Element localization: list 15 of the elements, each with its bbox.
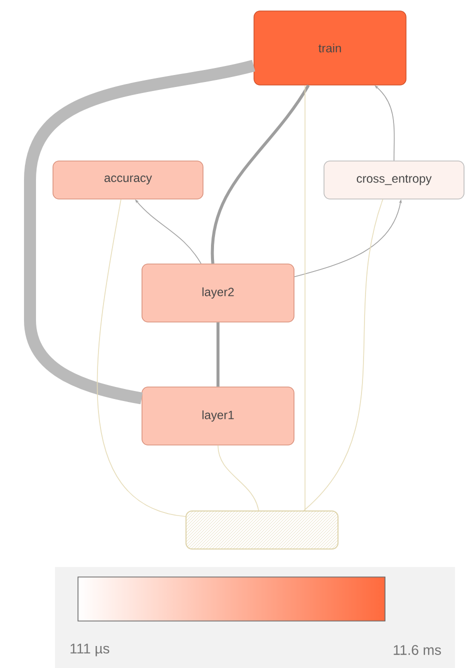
op-node-box: accuracy [52,160,204,200]
edge [303,199,384,511]
edge [304,85,306,511]
scale-max-label: 11.6 ms [394,645,441,655]
op-node-box: layer1 [142,386,294,446]
edge [216,322,220,387]
hatched-box [186,510,338,550]
edge [211,84,310,264]
edge [218,445,259,511]
op-node-box: layer2 [142,264,294,322]
edge [24,60,255,404]
edge [97,199,186,517]
scale-min-label: 111 µs [70,644,110,656]
op-node-box: cross_entropy [324,160,464,200]
op-node-box: train [254,10,406,86]
